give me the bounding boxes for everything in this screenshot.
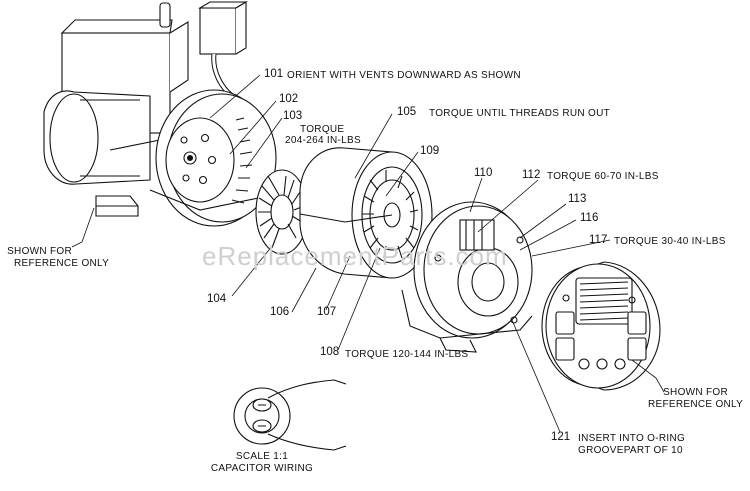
callout-110-number: 110 (474, 167, 493, 179)
watermark-text: eReplacementParts.com (202, 241, 508, 271)
callout-108-note: TORQUE 120-144 IN-LBS (345, 349, 469, 360)
reference-note-left-line1: SHOWN FOR (7, 246, 72, 257)
callout-112-note: TORQUE 60-70 IN-LBS (547, 171, 659, 182)
part-101-rear-housing (149, 89, 277, 227)
callout-101-note: ORIENT WITH VENTS DOWNWARD AS SHOWN (287, 70, 521, 81)
reference-note-left-line2: REFERENCE ONLY (14, 258, 110, 269)
callout-103-number: 103 (283, 110, 303, 122)
capacitor-scale-label: SCALE 1:1 (235, 451, 289, 462)
callout-104-number: 104 (207, 293, 227, 305)
callout-103-note-line1: TORQUE (300, 124, 345, 135)
callout-105-number: 105 (397, 106, 417, 118)
callout-116-number: 116 (580, 212, 599, 224)
part-110-stator (401, 201, 533, 353)
callout-101-number: 101 (264, 68, 284, 80)
reference-note-right-line2: REFERENCE ONLY (648, 399, 744, 410)
capacitor-wiring-inset (233, 379, 347, 451)
callout-103-note-line2: 204-264 IN-LBS (285, 135, 361, 146)
reference-note-right-line1: SHOWN FOR (663, 387, 728, 398)
callout-117-number: 117 (589, 234, 608, 246)
callout-121-number: 121 (551, 431, 571, 443)
callout-121-note-line2: GROOVEPART OF 10 (578, 445, 683, 456)
callout-108-number: 108 (320, 346, 340, 358)
callout-121-note-line1: INSERT INTO O-RING (578, 433, 686, 444)
part-end-cover-with-outlets (541, 261, 661, 391)
callout-107-number: 107 (317, 306, 337, 318)
part-104-fan (255, 169, 309, 255)
callout-102-number: 102 (279, 93, 299, 105)
callout-109-number: 109 (420, 145, 440, 157)
callout-113-number: 113 (568, 193, 587, 205)
part-106-rotor (299, 147, 433, 279)
callout-112-number: 112 (522, 169, 541, 181)
callout-117-note: TORQUE 30-40 IN-LBS (614, 236, 726, 247)
callout-105-note: TORQUE UNTIL THREADS RUN OUT (429, 108, 611, 119)
capacitor-wiring-label: CAPACITOR WIRING (210, 463, 314, 474)
leader-lines (71, 74, 665, 433)
callout-106-number: 106 (270, 306, 290, 318)
